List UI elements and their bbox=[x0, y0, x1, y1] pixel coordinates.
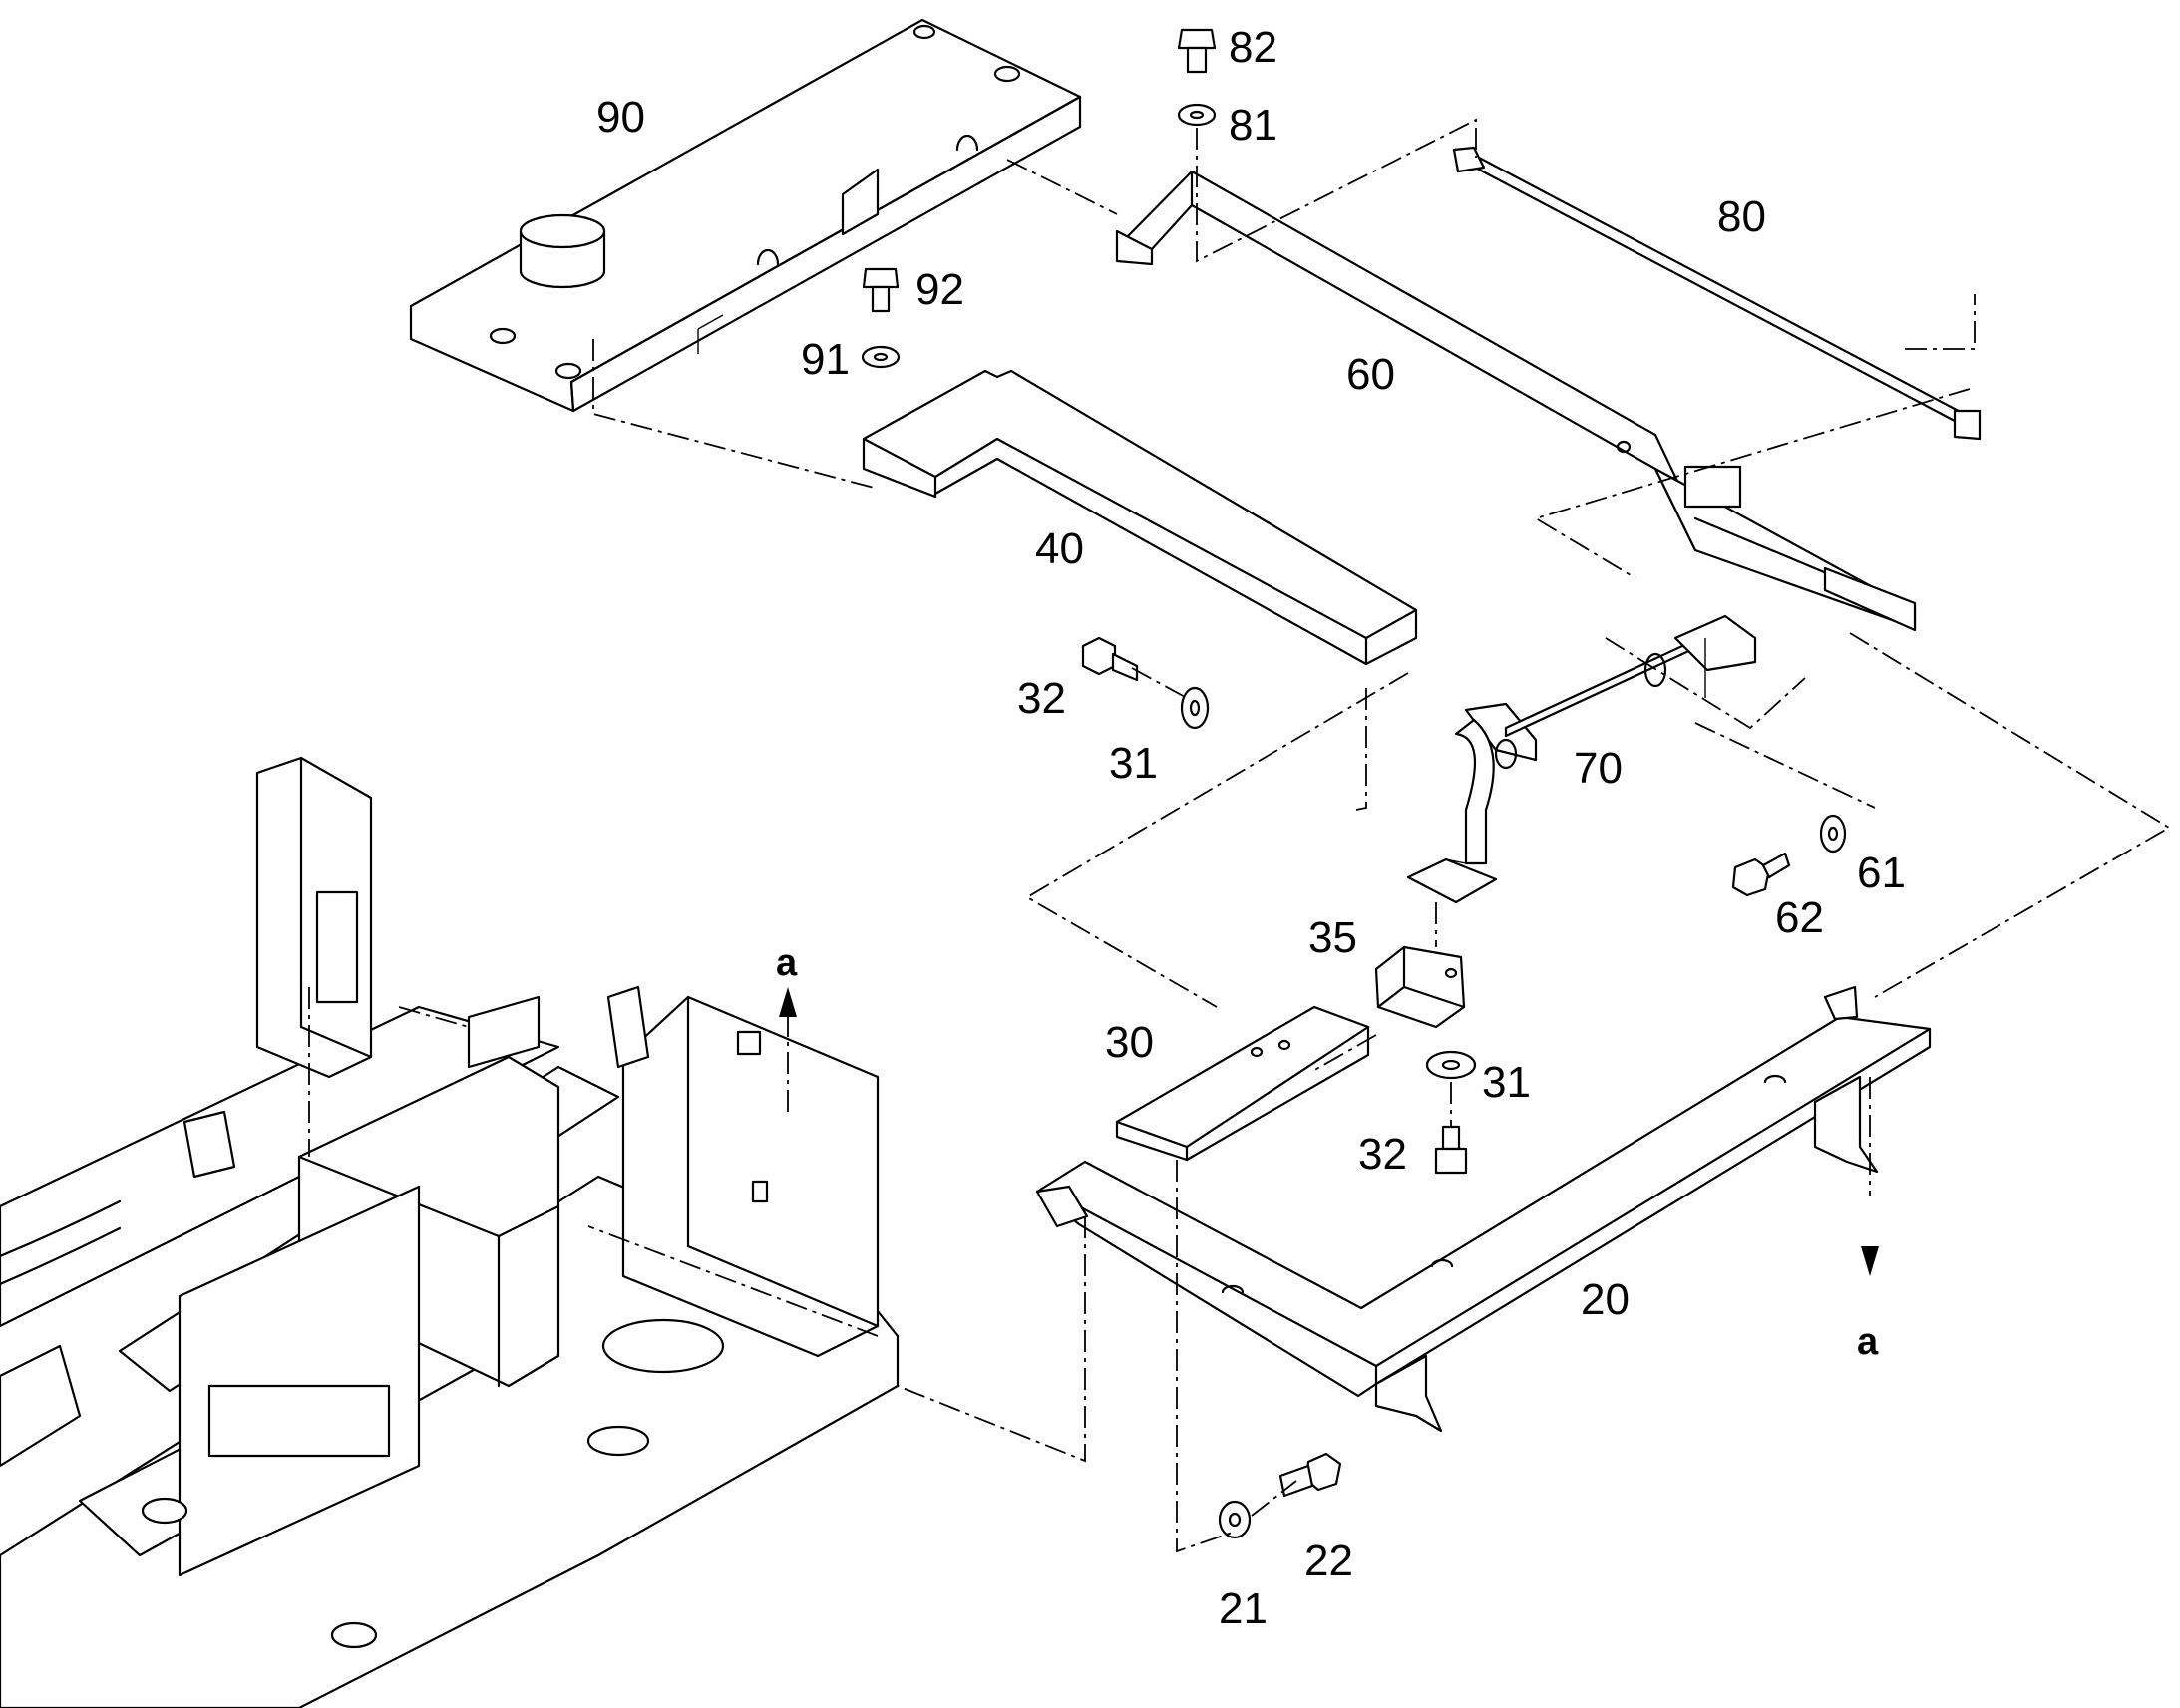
part-21-washer bbox=[1218, 1500, 1252, 1539]
part-81-washer bbox=[1177, 103, 1217, 127]
part-32-bolt-lower bbox=[1434, 1125, 1468, 1175]
part-31-washer-upper bbox=[1180, 686, 1210, 730]
label-90: 90 bbox=[596, 93, 645, 142]
part-90-cover-plate bbox=[409, 18, 1082, 413]
label-22: 22 bbox=[1304, 1537, 1353, 1585]
part-91-washer bbox=[861, 345, 901, 369]
reference-arrow-down bbox=[1861, 1246, 1879, 1276]
part-22-bolt bbox=[1278, 1452, 1342, 1498]
label-40: 40 bbox=[1035, 524, 1084, 573]
label-21: 21 bbox=[1219, 1584, 1268, 1633]
part-20-lower-frame bbox=[1035, 985, 1932, 1433]
label-92: 92 bbox=[915, 265, 964, 314]
reference-arrow-up bbox=[779, 987, 797, 1037]
assembly-lines bbox=[308, 118, 2171, 1553]
label-60: 60 bbox=[1346, 350, 1395, 399]
part-35-mounting-block bbox=[1374, 945, 1466, 1029]
label-31-upper: 31 bbox=[1109, 739, 1158, 788]
part-40-cover-panel bbox=[862, 369, 1418, 666]
part-92-bolt bbox=[862, 267, 900, 313]
label-61: 61 bbox=[1857, 849, 1906, 897]
label-70: 70 bbox=[1574, 744, 1623, 793]
part-32-bolt-upper bbox=[1081, 636, 1139, 682]
part-62-bolt bbox=[1731, 852, 1791, 897]
label-32-upper: 32 bbox=[1017, 674, 1066, 723]
label-30: 30 bbox=[1105, 1018, 1154, 1067]
label-81: 81 bbox=[1229, 101, 1277, 150]
part-30-plate bbox=[1115, 1005, 1370, 1162]
label-80: 80 bbox=[1717, 192, 1766, 241]
part-60-main-frame bbox=[1115, 170, 1917, 632]
part-61-washer bbox=[1819, 814, 1847, 854]
label-62: 62 bbox=[1775, 893, 1824, 942]
label-82: 82 bbox=[1229, 23, 1277, 72]
label-91: 91 bbox=[801, 335, 850, 384]
label-20: 20 bbox=[1581, 1275, 1630, 1324]
base-chassis bbox=[0, 756, 900, 1708]
part-82-bolt bbox=[1177, 28, 1217, 74]
label-31-lower: 31 bbox=[1482, 1058, 1531, 1107]
part-31-washer-lower bbox=[1425, 1050, 1477, 1080]
label-35: 35 bbox=[1308, 913, 1357, 962]
reference-label-bottom: a bbox=[1857, 1321, 1879, 1363]
part-80-rail-bar bbox=[1452, 146, 1982, 441]
reference-label-top: a bbox=[776, 942, 798, 984]
label-32-lower: 32 bbox=[1358, 1130, 1407, 1179]
